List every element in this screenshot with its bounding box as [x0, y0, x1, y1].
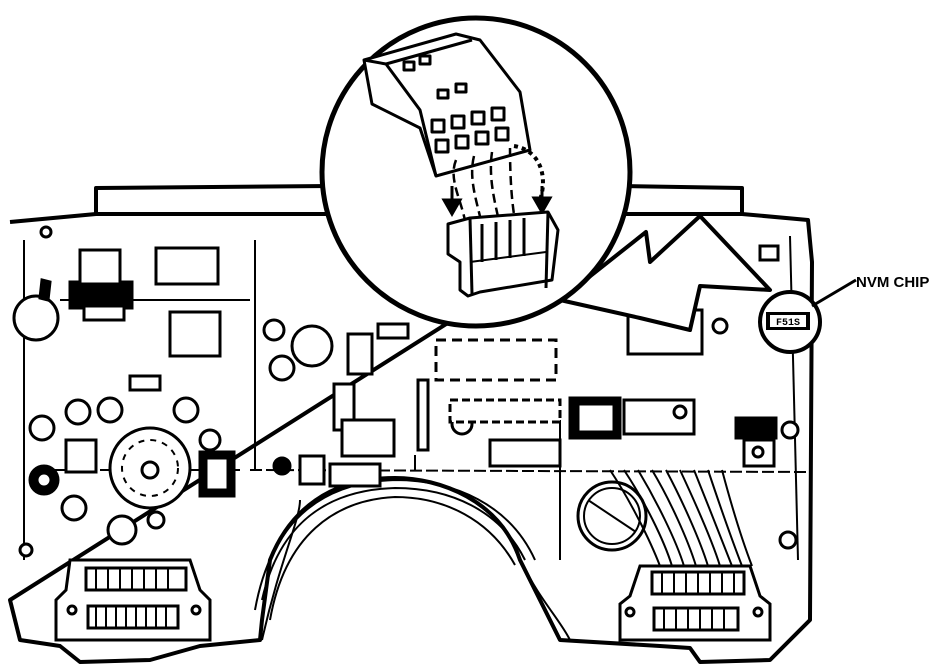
board-inner-lines	[23, 235, 811, 641]
large-capacitor	[12, 294, 60, 342]
nvm-chip-highlight: F51S NVM CHIP	[758, 274, 929, 354]
transformer	[68, 280, 134, 310]
connector-left	[54, 558, 212, 642]
ic-left-1	[64, 438, 98, 474]
connector-housing	[362, 32, 532, 178]
insertion-arrows	[441, 186, 553, 218]
pin-header	[446, 210, 560, 298]
ribbon-cable-right	[609, 469, 753, 567]
right-components	[568, 244, 800, 552]
callout-leader	[811, 278, 857, 308]
left-components	[12, 225, 382, 558]
nvm-chip-marking: F51S	[776, 318, 800, 329]
center-components	[290, 322, 562, 468]
nvm-chip-label: NVM CHIP	[856, 274, 929, 291]
connector-right	[618, 564, 772, 642]
callout-pointer	[558, 214, 772, 332]
magnified-callout	[319, 15, 772, 332]
